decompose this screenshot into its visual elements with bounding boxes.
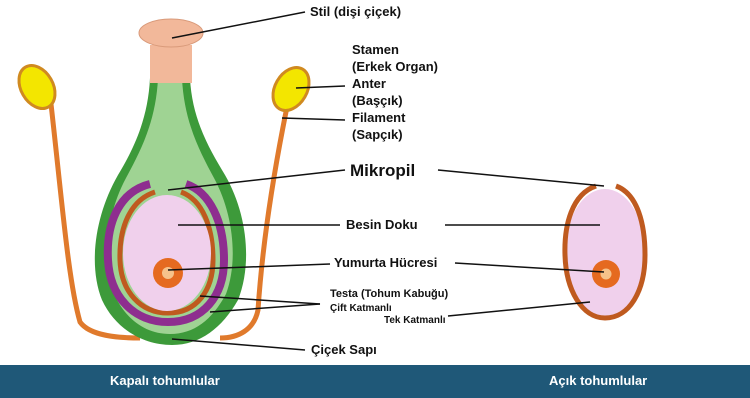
line-mikropil-right [438, 170, 604, 186]
label-tek: Tek Katmanlı [384, 315, 446, 326]
left-endosperm [123, 195, 211, 311]
label-filament-1: Filament [352, 110, 406, 125]
line-cicek-sapi [172, 339, 305, 350]
footer-left-caption: Kapalı tohumlular [110, 373, 220, 388]
right-egg-nucleus [601, 269, 612, 280]
left-egg-nucleus [162, 267, 174, 279]
label-anter-2: (Başçık) [352, 93, 403, 108]
right-anther [266, 61, 317, 117]
label-yumurta: Yumurta Hücresi [334, 255, 437, 270]
style [150, 45, 192, 83]
stigma [139, 19, 203, 47]
line-filament [282, 118, 345, 120]
label-anter-1: Anter [352, 76, 386, 91]
label-cift: Çift Katmanlı [330, 303, 392, 314]
label-stamen-2: (Erkek Organ) [352, 59, 438, 74]
label-cicek-sapi: Çiçek Sapı [311, 342, 377, 357]
label-stamen-1: Stamen [352, 42, 399, 57]
label-besin-doku: Besin Doku [346, 217, 418, 232]
left-anther [12, 59, 63, 115]
label-testa: Testa (Tohum Kabuğu) [330, 288, 448, 300]
footer-bar: Kapalı tohumlular Açık tohumlular [0, 365, 750, 398]
label-filament-2: (Sapçık) [352, 127, 403, 142]
label-stil: Stil (dişi çiçek) [310, 4, 401, 19]
footer-right-caption: Açık tohumlular [549, 373, 647, 388]
label-mikropil: Mikropil [350, 161, 415, 180]
line-tek [448, 302, 590, 316]
